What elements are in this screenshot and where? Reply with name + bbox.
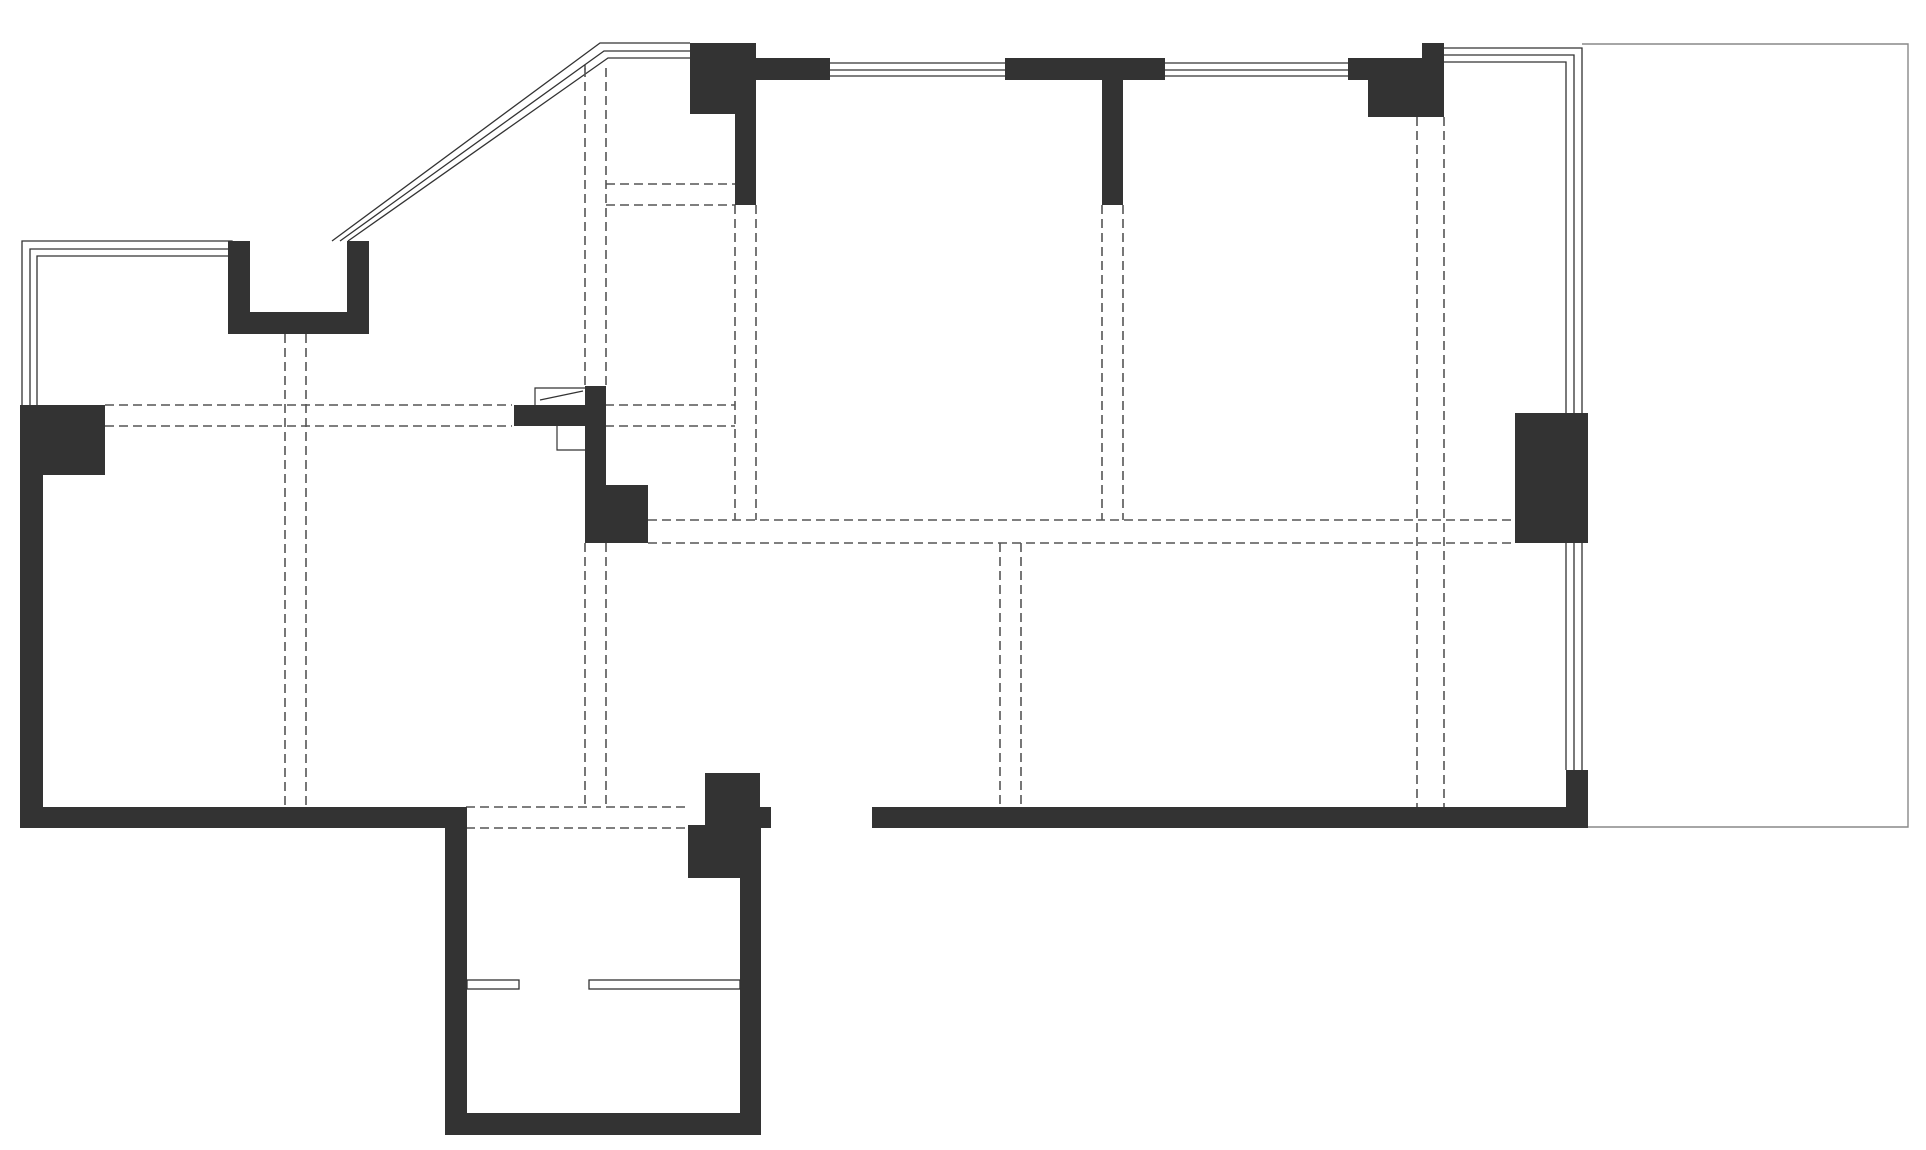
wall-top-a-horizontal bbox=[755, 58, 830, 80]
window-frame-right-outer bbox=[1444, 47, 1583, 827]
wall-bottom-right bbox=[872, 807, 1588, 828]
wall-bottom-room-bottom bbox=[445, 1113, 761, 1135]
column-top-left-side-a bbox=[228, 241, 250, 334]
balcony-boundary-line bbox=[1582, 43, 1909, 828]
column-right bbox=[1515, 413, 1588, 543]
ceiling-beams bbox=[105, 68, 1515, 829]
window-frames bbox=[21, 42, 1583, 827]
fixture-outline-top bbox=[534, 387, 585, 405]
fixture-outline-bottom bbox=[556, 426, 585, 451]
fixture-diagonal bbox=[539, 390, 584, 401]
window-frame-left-middle bbox=[29, 248, 232, 405]
structural-walls bbox=[20, 43, 1588, 1135]
window-frame-right-middle bbox=[1444, 54, 1575, 770]
window-frame-diagonal-outer bbox=[331, 42, 690, 242]
wall-top-center bbox=[1005, 58, 1165, 80]
wall-bottom-room-stub bbox=[756, 807, 771, 828]
partition-short bbox=[466, 979, 520, 990]
wall-left bbox=[20, 405, 43, 828]
column-top-right-cap bbox=[1422, 43, 1444, 63]
wall-bottom-room-right bbox=[740, 875, 761, 1135]
fixture-detail bbox=[534, 387, 585, 451]
wall-top-center-vertical bbox=[1102, 58, 1123, 205]
column-center bbox=[585, 485, 648, 543]
window-frame-diagonal-middle bbox=[339, 50, 690, 242]
wall-bottom-left bbox=[20, 807, 466, 828]
column-top-left-side-b bbox=[347, 241, 369, 334]
wall-top-a-vertical bbox=[735, 43, 756, 205]
wall-bottom-room-left bbox=[445, 807, 467, 1135]
column-top-right bbox=[1368, 58, 1444, 117]
window-frame-diagonal-inner bbox=[347, 57, 690, 242]
window-frame-left-outer bbox=[21, 240, 233, 405]
bottom-room-partitions bbox=[466, 979, 741, 990]
partition-long bbox=[588, 979, 741, 990]
window-frame-left-inner bbox=[36, 255, 232, 405]
balcony-outline bbox=[1582, 43, 1909, 828]
wall-center-stub bbox=[514, 405, 606, 426]
column-top-left-bottom bbox=[228, 312, 369, 334]
column-bottom-room-base bbox=[688, 825, 761, 878]
